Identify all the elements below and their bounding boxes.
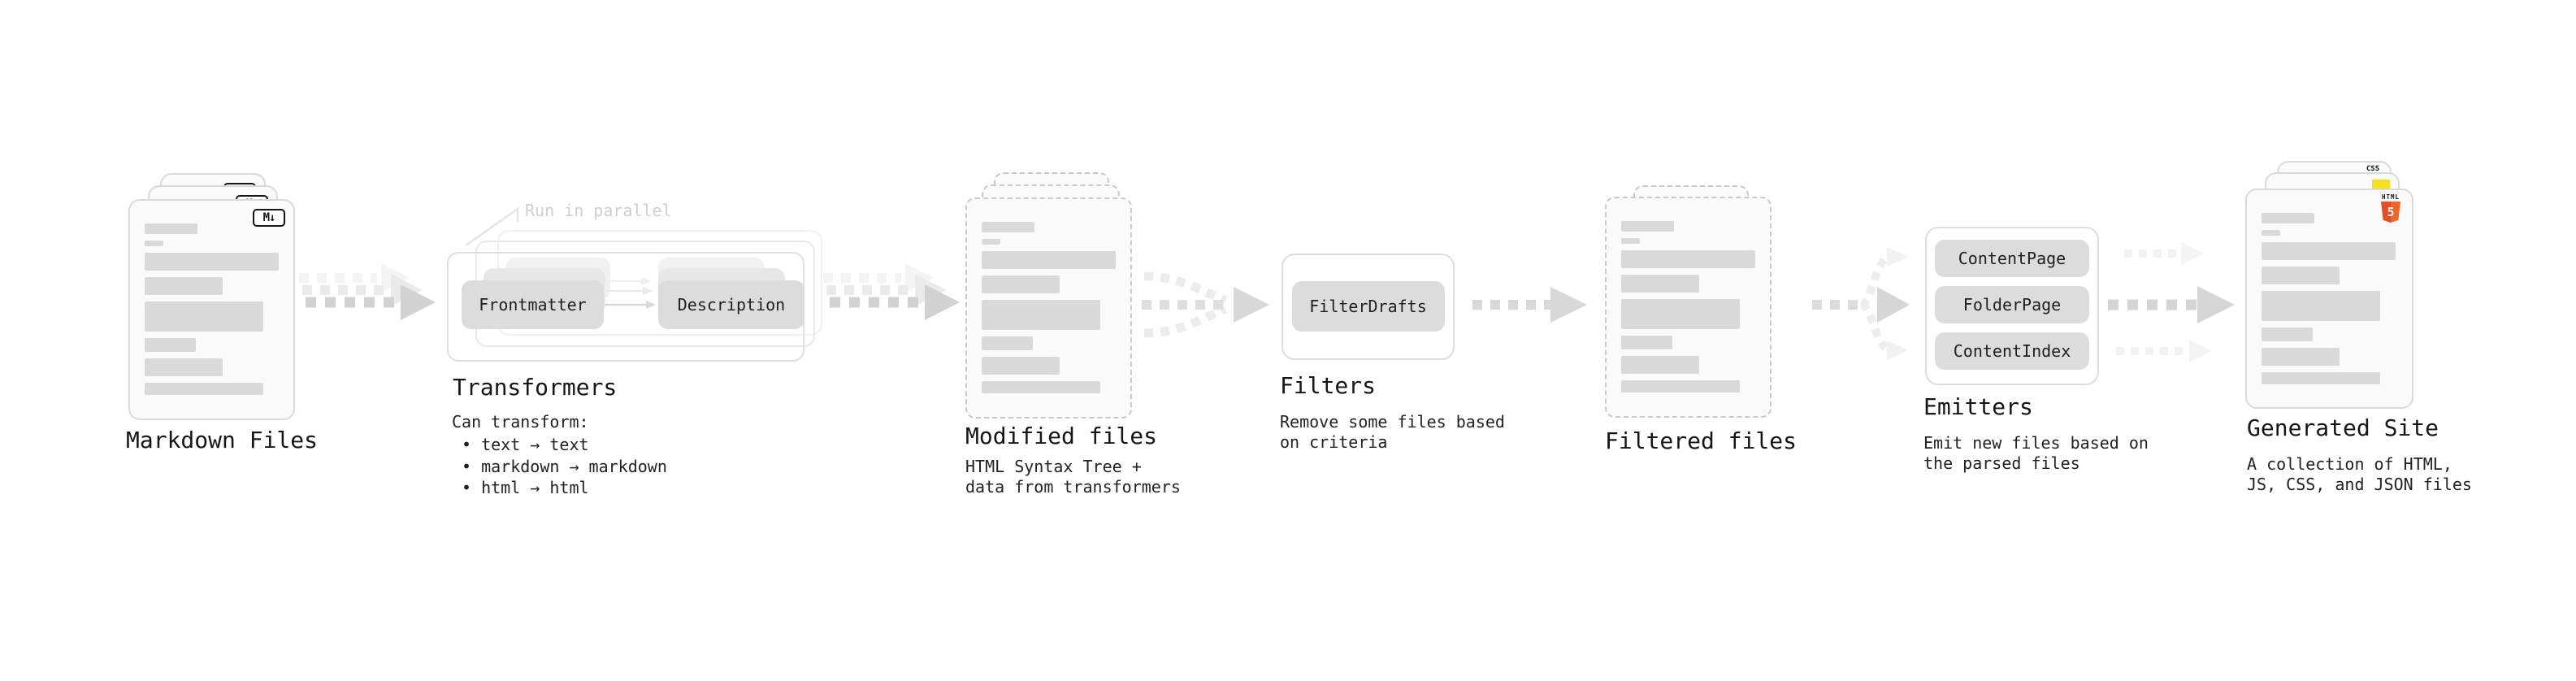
modified-files-label: Modified files [965,423,1158,449]
html5-number: 5 [2387,205,2395,219]
capability-item: • markdown → markdown [462,456,667,476]
doc-text-line [145,253,279,271]
doc-text-line [2262,291,2380,321]
doc-text-line [145,241,163,246]
doc-text-line [145,383,263,395]
stage-markdown-files: M↓ M↓ M↓ [128,173,327,425]
flow-arrow-markdown-to-transformers [299,263,436,320]
doc-text-line [2262,213,2314,223]
doc-text-line [145,358,223,376]
flow-arrow-modified-to-filters-converge [1142,271,1269,338]
description-line: data from transformers [965,477,1181,497]
doc-text-line [145,301,263,332]
doc-text-lines [130,201,293,395]
folder-page-node: FolderPage [1935,286,2089,323]
css-logo-text: CSS [2366,165,2380,173]
generated-file-card-html: HTML 5 [2245,189,2413,409]
content-index-node: ContentIndex [1935,332,2089,370]
filters-label: Filters [1280,372,1377,399]
doc-text-lines [2247,190,2412,384]
description-line: the parsed files [1923,453,2080,473]
description-line: Emit new files based on [1923,433,2149,453]
doc-text-line [982,300,1100,330]
doc-text-line [2262,230,2280,236]
modified-file-card-front [965,197,1132,419]
doc-text-line [1621,275,1699,293]
generated-site-description: A collection of HTML, JS, CSS, and JSON … [2247,454,2472,495]
markdown-file-card-front: M↓ [128,199,295,420]
doc-text-lines [1607,198,1770,393]
filters-box: FilterDrafts [1281,254,1455,360]
filter-drafts-node: FilterDrafts [1291,281,1445,332]
frontmatter-node: Frontmatter [462,280,604,329]
content-page-node: ContentPage [1935,240,2089,277]
doc-text-line [982,336,1033,350]
flow-arrows-emitters-to-generated [2108,242,2235,362]
html5-shield: 5 [2381,202,2400,223]
doc-text-line [1621,380,1740,393]
doc-text-line [982,251,1116,269]
doc-text-line [1621,221,1674,232]
modified-files-description: HTML Syntax Tree + data from transformer… [965,457,1181,497]
parallel-note-label: Run in parallel [525,201,672,220]
doc-text-line [1621,250,1755,268]
emitters-label: Emitters [1923,393,2033,420]
doc-text-line [982,222,1034,232]
doc-text-line [982,239,1000,245]
generated-site-label: Generated Site [2247,414,2439,441]
flow-arrow-transformers-to-modified [823,263,960,320]
doc-text-line [2262,242,2396,260]
doc-text-line [145,277,223,295]
html5-logo-icon: HTML 5 [2380,194,2401,223]
capability-item: • text → text [462,435,589,454]
doc-text-line [145,223,197,234]
flow-arrow-filters-to-filtered [1472,287,1587,323]
doc-text-line [1621,238,1640,244]
doc-text-line [982,357,1060,375]
doc-text-line [1621,356,1699,374]
description-line: A collection of HTML, [2247,454,2452,474]
doc-text-line [2262,327,2313,341]
filters-description: Remove some files based on criteria [1280,412,1505,453]
description-line: HTML Syntax Tree + [965,457,1142,476]
description-line: on criteria [1280,432,1388,452]
transformers-capabilities: • text → text • markdown → markdown • ht… [452,434,667,499]
stage-generated-site: CSS HTML 5 [2245,161,2448,413]
doc-text-line [145,338,196,352]
description-line: JS, CSS, and JSON files [2247,475,2472,494]
filtered-files-label: Filtered files [1605,427,1798,454]
transformers-label: Transformers [453,374,618,401]
emitters-description: Emit new files based on the parsed files [1923,433,2149,474]
doc-text-line [2262,372,2380,384]
html5-logo-text: HTML [2381,193,2400,201]
doc-text-line [2262,267,2340,284]
filtered-file-card-front [1605,197,1772,418]
js-logo-icon [2372,180,2390,190]
markdown-logo-icon: M↓ [253,209,285,227]
capability-item: • html → html [462,478,589,497]
transformers-description-heading: Can transform: [452,412,589,432]
stage-filtered-files [1605,185,1804,425]
doc-text-line [1621,299,1740,329]
parallel-note-connector [465,206,519,247]
stage-modified-files [965,172,1164,424]
flow-arrow-filtered-to-emitters-diverge [1812,247,1910,360]
doc-text-line [982,275,1060,293]
emitters-box: ContentPage FolderPage ContentIndex [1925,227,2099,385]
doc-text-lines [967,199,1130,393]
description-line: Remove some files based [1280,412,1505,432]
doc-text-line [2262,348,2340,366]
markdown-files-label: Markdown Files [126,427,319,453]
transformer-parallel-arrows [605,277,656,309]
description-node: Description [658,280,804,329]
doc-text-line [982,381,1100,393]
doc-text-line [1621,336,1672,349]
